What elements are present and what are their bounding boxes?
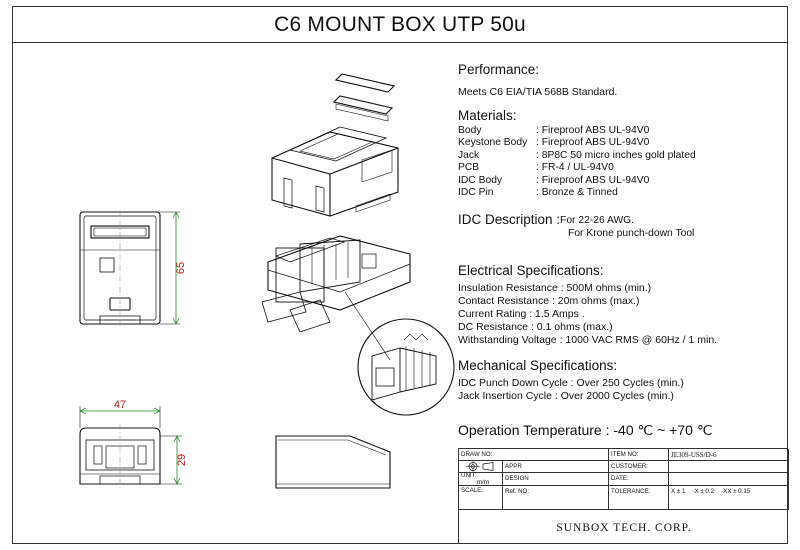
idc-description: IDC Description : For 22-26 AWG. For Kro… [458, 212, 694, 240]
appr-cell: APPR [503, 461, 609, 473]
materials-table: Body : Fireproof ABS UL-94V0 Keystone Bod… [458, 125, 696, 199]
idc-line-1: For 22-26 AWG. [560, 215, 635, 226]
title-bar: C6 MOUNT BOX UTP 50u [13, 7, 787, 43]
material-value: : Fireproof ABS UL-94V0 [536, 137, 650, 149]
materials-row: Keystone Body : Fireproof ABS UL-94V0 [458, 137, 696, 149]
material-key: PCB [458, 162, 480, 174]
electrical-line: Current Rating : 1.5 Amps . [458, 308, 585, 320]
drawing-title: C6 MOUNT BOX UTP 50u [274, 12, 526, 36]
tolerance-value: X ± 1 [671, 488, 686, 495]
materials-row: IDC Pin : Bronze & Tinned [458, 187, 696, 199]
mechanical-heading: Mechanical Specifications: [458, 358, 618, 373]
idc-values: For 22-26 AWG. For Krone punch-down Tool [560, 215, 694, 240]
projection-symbol-icon [466, 461, 494, 472]
materials-row: PCB : FR-4 / UL-94V0 [458, 162, 696, 174]
tolerance-value: ·XX ± 0.15 [721, 488, 751, 495]
mechanical-line: Jack Insertion Cycle : Over 2000 Cycles … [458, 390, 674, 402]
operation-temperature: Operation Temperature : -40 ℃ ~ +70 ℃ [458, 422, 713, 438]
electrical-heading: Electrical Specifications: [458, 263, 604, 278]
performance-text: Meets C6 EIA/TIA 568B Standard. [458, 86, 618, 98]
customer-cell: CUSTOMER: [609, 461, 669, 473]
electrical-line: Contact Resistance : 20m ohms (max.) [458, 295, 640, 307]
materials-row: Jack : 8P8C 50 micro inches gold plated [458, 150, 696, 162]
idc-line-2: For Krone punch-down Tool [568, 227, 695, 239]
unit-cell: UNIT: m/m [459, 473, 503, 486]
material-key: IDC Body [458, 174, 503, 186]
unit-value: m/m [477, 478, 490, 486]
material-value: : FR-4 / UL-94V0 [536, 162, 614, 174]
tolerance-cell: TOLERANCE: [609, 486, 669, 510]
date-value [669, 473, 789, 486]
item-no-value: JE309-USS/D-6 [669, 449, 789, 461]
material-value: : Fireproof ABS UL-94V0 [536, 125, 650, 136]
material-value: : Bronze & Tinned [536, 187, 618, 199]
design-cell: DESIGN [503, 473, 609, 486]
material-key: Body [458, 125, 482, 136]
electrical-line: DC Resistance : 0.1 ohms (max.) [458, 321, 613, 333]
unit-label: UNIT: [461, 473, 477, 479]
material-value: : 8P8C 50 micro inches gold plated [536, 149, 696, 161]
materials-row: IDC Body : Fireproof ABS UL-94V0 [458, 175, 696, 187]
scale-cell: SCALE: [459, 486, 503, 510]
material-key: Keystone Body [458, 137, 528, 149]
company-name: SUNBOX TECH. CORP. [556, 521, 692, 534]
materials-heading: Materials: [458, 108, 517, 123]
ref-no-cell: Ref. NO: [503, 486, 609, 510]
drawing-sheet: C6 MOUNT BOX UTP 50u [12, 6, 788, 544]
material-key: Jack [458, 149, 480, 161]
customer-value [669, 461, 789, 473]
performance-heading: Performance: [458, 62, 540, 77]
tolerance-value: ·X ± 0.2 [692, 488, 715, 495]
mechanical-list: IDC Punch Down Cycle : Over 250 Cycles (… [458, 377, 684, 403]
material-key: IDC Pin [458, 187, 494, 199]
tolerance-values: X ± 1 ·X ± 0.2 ·XX ± 0.15 [669, 486, 789, 510]
material-value: : Fireproof ABS UL-94V0 [536, 174, 650, 186]
electrical-list: Insulation Resistance : 500M ohms (min.)… [458, 282, 717, 347]
title-block: DRAW NO: ITEM NO: JE309-USS/D-6 APPR CUS… [458, 448, 789, 544]
item-no-cell: ITEM NO: [609, 449, 669, 461]
mechanical-line: IDC Punch Down Cycle : Over 250 Cycles (… [458, 377, 684, 389]
materials-row: Body : Fireproof ABS UL-94V0 [458, 125, 696, 137]
projection-symbol-cell [459, 461, 503, 473]
date-cell: DATE: [609, 473, 669, 486]
electrical-line: Withstanding Voltage : 1000 VAC RMS @ 60… [458, 334, 718, 346]
electrical-line: Insulation Resistance : 500M ohms (min.) [458, 282, 652, 294]
draw-no-cell: DRAW NO: [459, 449, 609, 461]
idc-heading: IDC Description : [458, 212, 561, 227]
